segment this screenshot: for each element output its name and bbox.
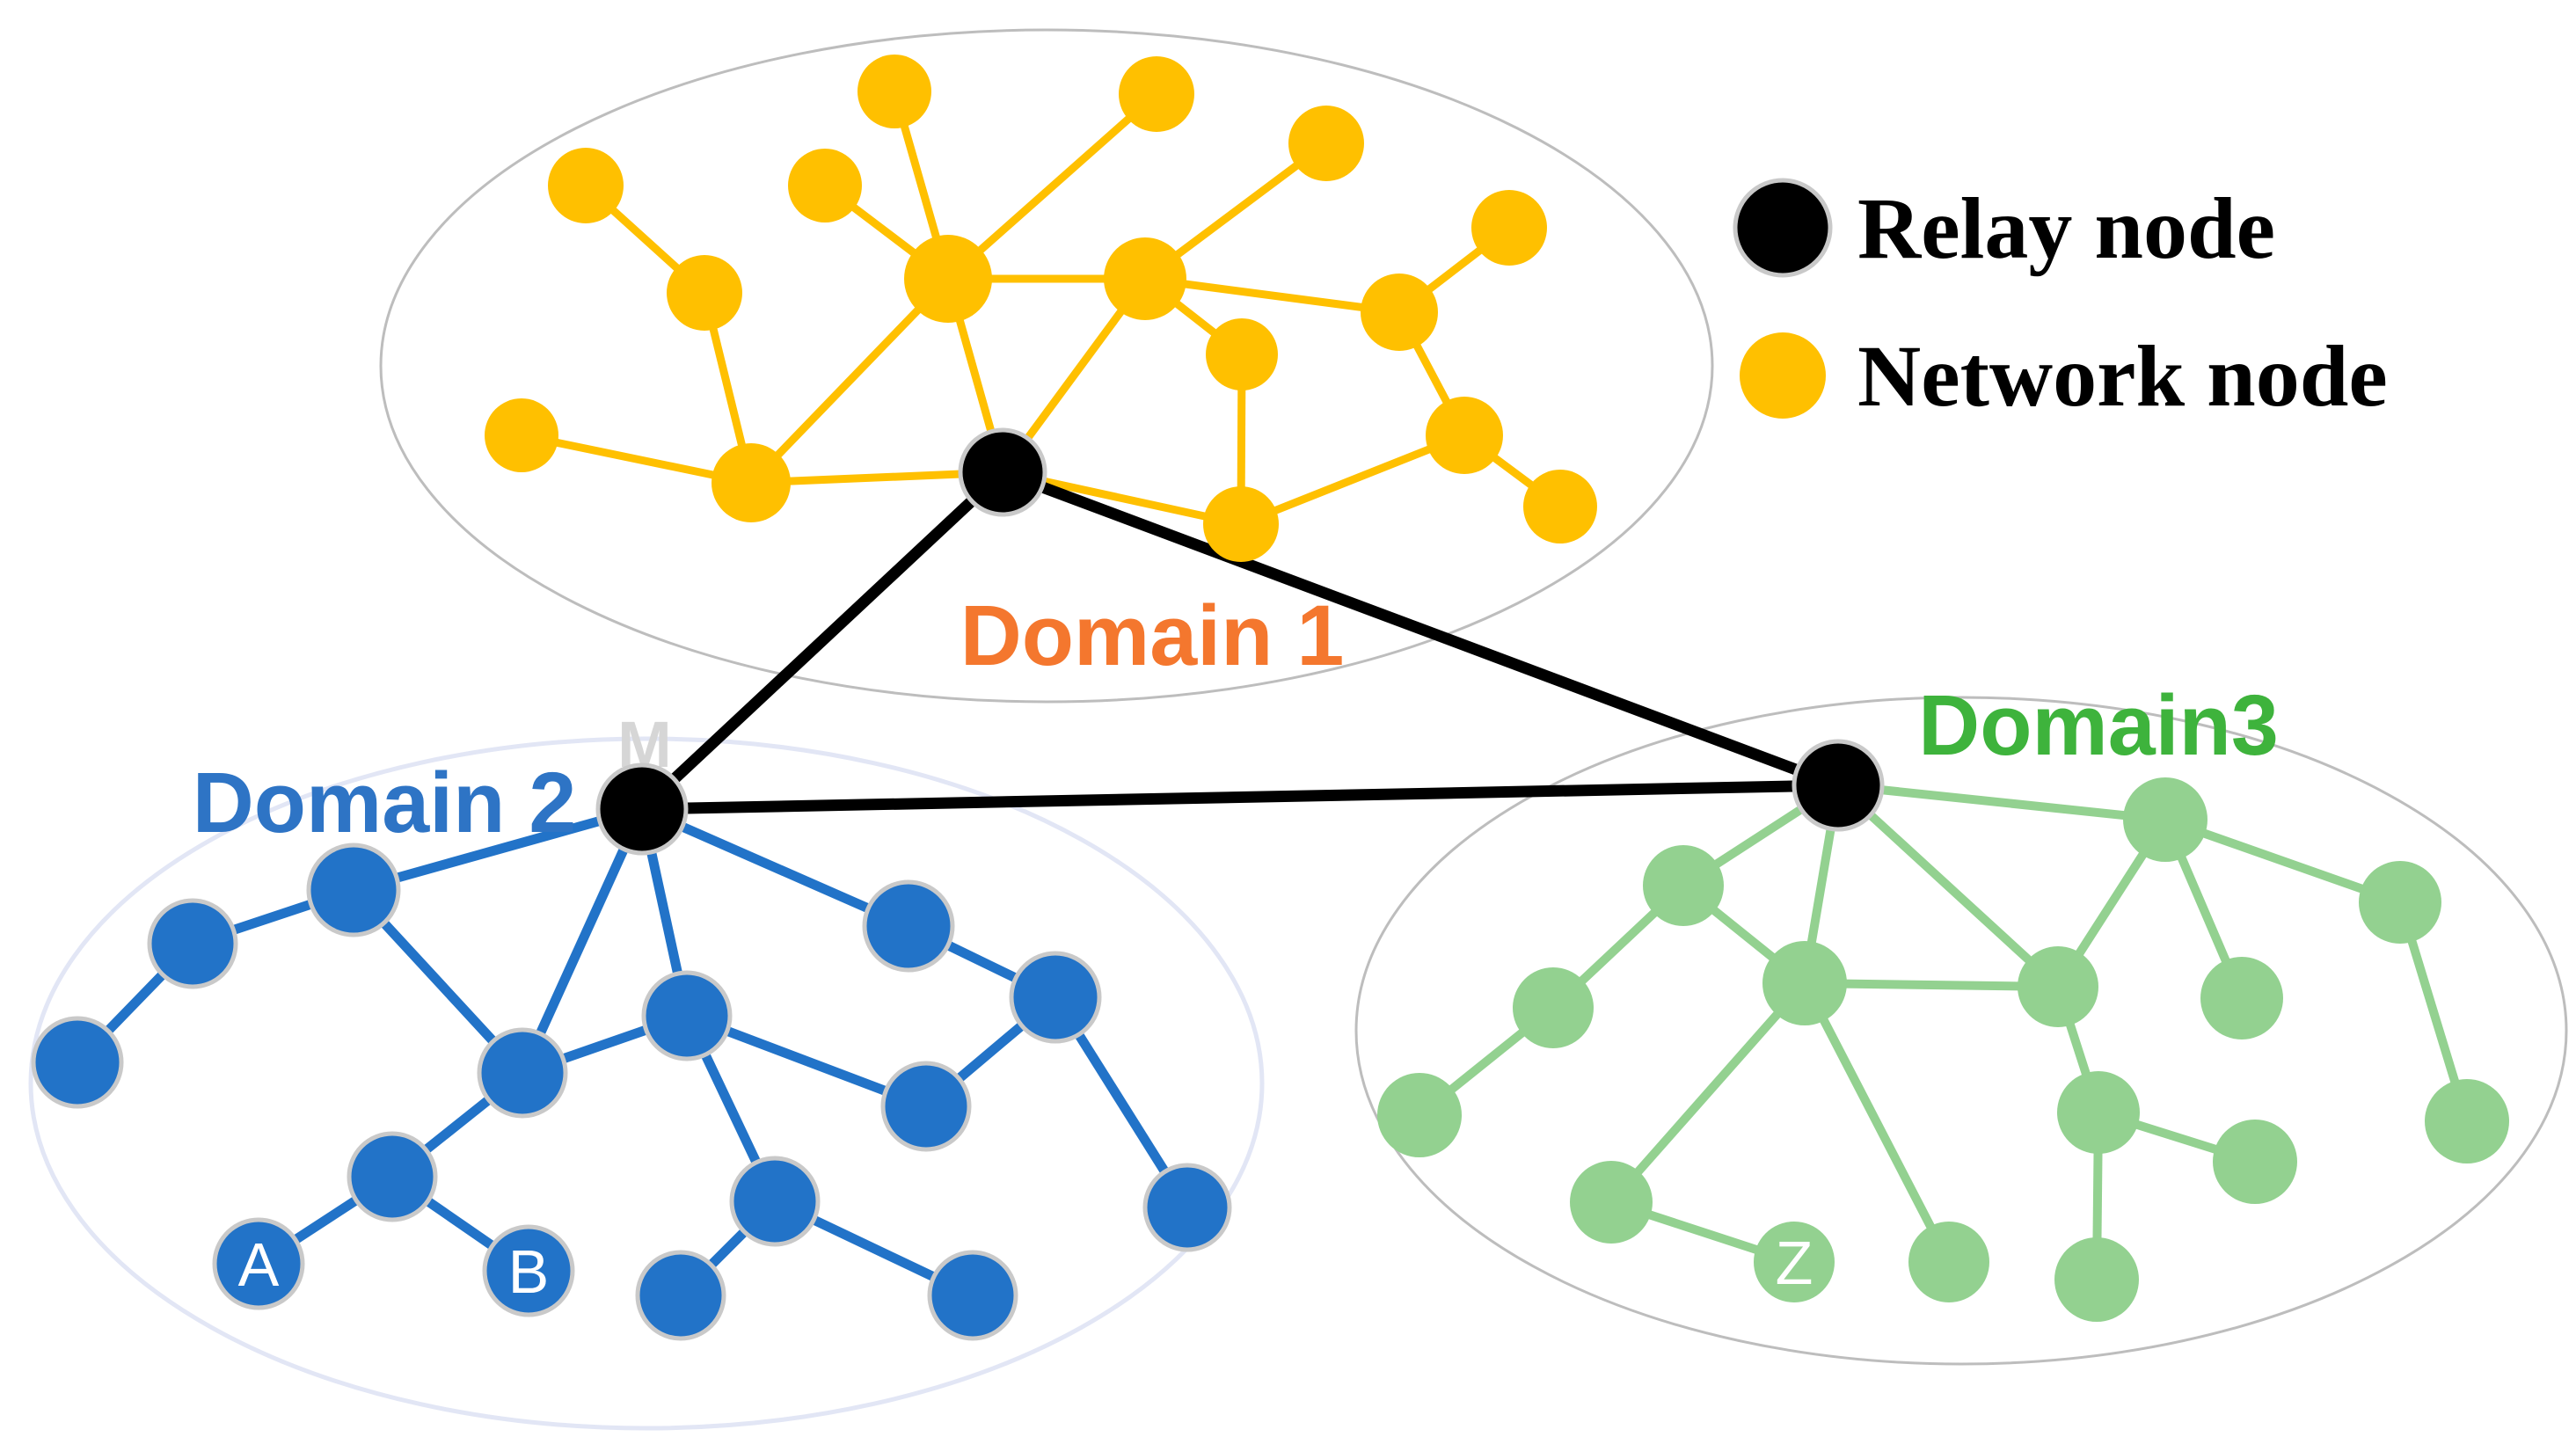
network-node	[1513, 967, 1594, 1048]
network-node	[1426, 397, 1503, 474]
network-node	[31, 1016, 124, 1109]
network-node	[862, 879, 955, 973]
network-node	[927, 1250, 1018, 1341]
network-node	[2200, 957, 2283, 1039]
network-node	[729, 1156, 821, 1247]
network-node	[2213, 1120, 2297, 1204]
network-node	[667, 255, 742, 331]
labels-and-legend-layer: Domain 1 Domain 2 Domain3 Relay node Net…	[193, 178, 2388, 850]
network-node	[904, 235, 992, 323]
network-node	[1104, 237, 1186, 320]
domain1-ellipse	[379, 28, 1714, 704]
network-node	[641, 970, 733, 1061]
network-node	[1762, 941, 1847, 1025]
domain3-ellipse	[1354, 696, 2568, 1366]
network-node	[306, 843, 401, 937]
domain1-network-link	[1239, 431, 1466, 529]
legend: Relay node Network node	[1733, 178, 2388, 425]
network-node	[2359, 861, 2441, 944]
network-node	[2425, 1079, 2509, 1163]
network-node	[477, 1027, 568, 1119]
network-node	[1643, 845, 1724, 926]
node-label-A: A	[238, 1230, 280, 1299]
network-node	[1361, 274, 1438, 351]
domain3-relay-node	[1792, 739, 1885, 832]
network-node	[1203, 486, 1279, 562]
network-node	[2057, 1071, 2140, 1154]
network-node	[1009, 951, 1102, 1044]
domain3-network-link	[1608, 980, 1808, 1206]
network-node	[1119, 56, 1194, 132]
domain1-network-link	[1144, 274, 1400, 317]
network-node	[635, 1250, 726, 1341]
network-node	[347, 1131, 438, 1222]
domain3-label: Domain3	[1918, 677, 2279, 773]
domain3-network-link	[1800, 981, 1953, 1265]
domain1-network-link	[945, 91, 1159, 282]
relay-link-domain1-domain2	[638, 468, 1007, 813]
network-node-Z	[1754, 1222, 1835, 1302]
relay-node-legend-icon	[1733, 178, 1833, 278]
network-node-A	[212, 1217, 305, 1310]
network-node	[2123, 777, 2207, 862]
domain2-label: Domain 2	[193, 755, 577, 850]
network-node	[1908, 1222, 1989, 1302]
domain2-network-link	[517, 806, 647, 1076]
network-node	[1471, 190, 1547, 266]
network-node	[147, 898, 238, 989]
network-node	[1206, 318, 1278, 390]
network-node	[548, 148, 624, 223]
network-node	[1288, 106, 1364, 181]
domain2-relay-node	[595, 762, 689, 856]
network-node	[857, 55, 931, 128]
network-node-legend-icon	[1740, 332, 1826, 419]
domain3-network-link	[1835, 782, 2062, 990]
domain2-network-link	[352, 804, 644, 895]
network-node-legend-label: Network node	[1857, 327, 2388, 425]
relay-link-domain2-domain3	[641, 779, 1839, 815]
relay-link-domain1-domain3	[1000, 466, 1841, 791]
network-node	[1142, 1163, 1232, 1252]
domain3-network-link	[1804, 979, 2059, 991]
node-label-B: B	[508, 1237, 550, 1306]
network-node-B	[482, 1224, 575, 1317]
domain3-network-link	[1837, 781, 2166, 824]
domain2-ellipse	[28, 736, 1265, 1431]
domain1-label: Domain 1	[960, 587, 1345, 683]
network-node	[1523, 470, 1597, 543]
domain-ellipses-layer	[28, 28, 2568, 1431]
node-label-Z: Z	[1776, 1229, 1813, 1297]
network-node	[788, 149, 862, 222]
domain1-relay-node	[958, 427, 1047, 517]
relay-node-legend-label: Relay node	[1857, 179, 2275, 277]
domain1-network-link	[748, 275, 952, 486]
network-node	[485, 398, 558, 472]
network-node	[2054, 1237, 2139, 1322]
network-node	[2018, 946, 2098, 1027]
network-node	[712, 443, 791, 522]
network-node	[880, 1061, 972, 1152]
network-node	[1570, 1161, 1653, 1244]
domain2-network-link	[639, 804, 911, 931]
network-node	[1377, 1073, 1462, 1157]
relay-links-layer	[638, 466, 1841, 815]
